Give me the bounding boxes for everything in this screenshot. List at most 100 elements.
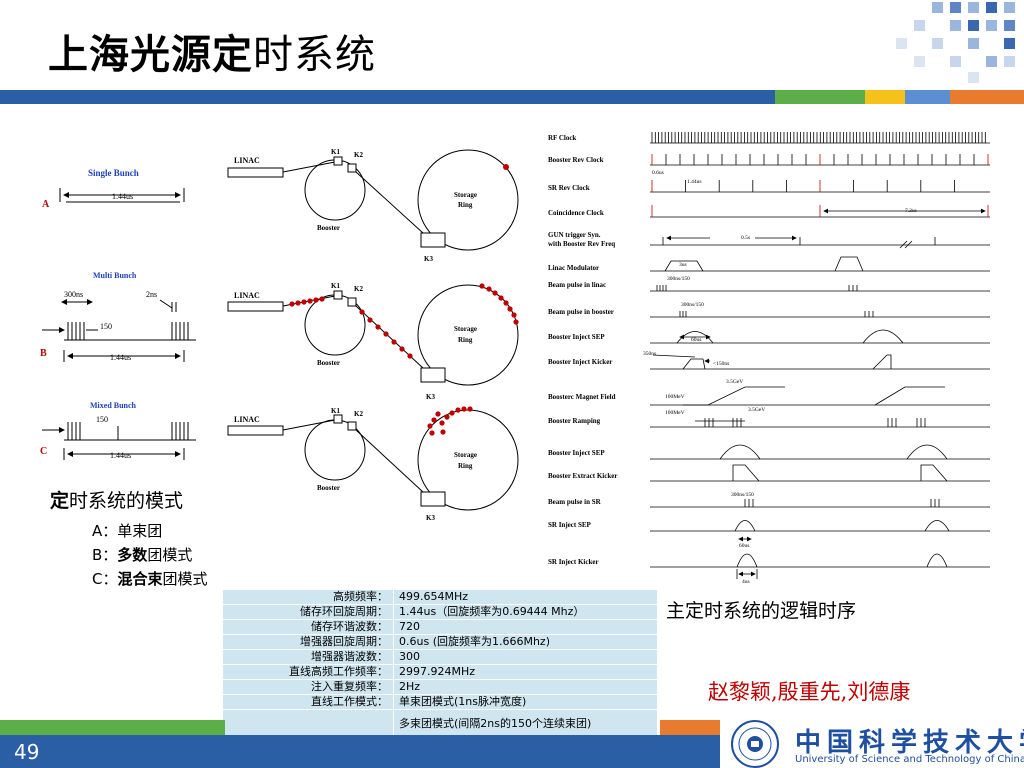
k2-a: K2	[354, 151, 363, 159]
param-label: 高频频率：	[222, 589, 394, 605]
ring-c-label2: Ring	[458, 462, 473, 470]
t-35gev: 3.5GeV	[726, 379, 743, 385]
param-label: 直线工作模式：	[222, 694, 394, 710]
mode-a-span-label: 1.44us	[112, 192, 133, 201]
param-label: 增强器谐波数：	[222, 649, 394, 665]
linac-c	[227, 425, 284, 436]
sig-sr-inject-sep: SR Inject SEP	[548, 521, 592, 529]
mode-a-group: Single Bunch 1.44us A LINAC K1 K2 K3 Boo…	[42, 148, 519, 263]
header-bar-blue	[0, 90, 775, 104]
sig-beam-pulse-sr: Beam pulse in SR	[548, 498, 602, 506]
linac-b-label: LINAC	[234, 291, 260, 300]
param-value: 1.44us（回旋频率为0.69444 Mhz）	[393, 604, 658, 620]
k1-b: K1	[331, 282, 340, 290]
t-350ns: 350ns	[643, 351, 656, 357]
rf-clock-ticks	[651, 132, 986, 143]
t-100mev: 100MeV	[665, 394, 685, 400]
ring-a-label1: Storage	[454, 191, 477, 199]
mode-b-title: Multi Bunch	[93, 271, 137, 280]
mode-c-group: Mixed Bunch 150 1.44us C LINAC K1 K2 K3 …	[40, 401, 519, 522]
t-150ns: <150ns	[713, 361, 729, 367]
mode-b-2ns: 2ns	[146, 290, 157, 299]
param-row: 储存环回旋周期：1.44us（回旋频率为0.69444 Mhz）	[222, 604, 658, 620]
mode-a-line: A：单束团	[92, 520, 162, 541]
t-06us: 0.6us	[652, 170, 664, 176]
title-rest: 时系统	[253, 32, 376, 78]
ring-a-label2: Ring	[458, 201, 473, 209]
page-title: 上海光源定时系统	[48, 22, 376, 80]
header-bar-yellow	[865, 90, 905, 104]
sig-gun-trigger-1: GUN trigger Syn.	[548, 231, 601, 239]
page-number: 49	[14, 740, 40, 764]
k3-c: K3	[426, 514, 435, 522]
booster-c-label: Booster	[317, 484, 340, 492]
mode-b-bold: 多数	[117, 546, 148, 564]
param-value: 300	[393, 649, 658, 665]
modes-heading: 定时系统的模式	[50, 486, 183, 513]
k1-c: K1	[331, 407, 340, 415]
mode-b-300ns: 300ns	[64, 290, 83, 299]
param-row: 高频频率：499.654MHz	[222, 589, 658, 605]
linac-a	[227, 167, 284, 178]
mode-b-letter: B	[40, 348, 47, 359]
k3-a: K3	[424, 255, 433, 263]
title-bold: 上海光源定	[48, 32, 253, 78]
param-label: 直线高频工作频率：	[222, 664, 394, 680]
mode-b-group: Multi Bunch 300ns 2ns 150 1.44us B LINAC…	[40, 271, 519, 401]
sig-linac-modulator: Linac Modulator	[548, 264, 599, 272]
logo-chinese-name: 中国科学技术大学	[795, 728, 1024, 758]
t-60us: 60us	[691, 337, 701, 343]
mode-c-span-label: 1.44us	[110, 451, 131, 460]
sig-beam-pulse-booster: Beam pulse in booster	[548, 308, 614, 316]
param-value: 2997.924MHz	[393, 664, 658, 680]
param-row: 储存环谐波数：720	[222, 619, 658, 635]
param-label: 增强器回旋周期：	[222, 634, 394, 650]
sig-gun-trigger-2: with Booster Rev Freq	[548, 240, 615, 248]
mode-b-rest: 团模式	[147, 546, 193, 564]
header-bar-orange	[950, 90, 1024, 104]
mode-b-line: B：多数团模式	[92, 544, 192, 565]
k2-c: K2	[354, 410, 363, 418]
ring-c-label1: Storage	[454, 451, 477, 459]
param-row: 增强器谐波数：300	[222, 649, 658, 665]
param-value: 单束团模式(1ns脉冲宽度)	[393, 694, 658, 710]
sig-booster-magnet-field: Boosterc Magnet Field	[548, 393, 616, 401]
sig-booster-inject-sep: Booster Inject SEP	[548, 333, 605, 341]
linac-c-label: LINAC	[234, 415, 260, 424]
mode-c-letter: C	[40, 446, 47, 457]
booster-b-label: Booster	[317, 359, 340, 367]
bunch-mode-diagram: Single Bunch 1.44us A LINAC K1 K2 K3 Boo…	[40, 148, 519, 522]
mode-c-rest: 团模式	[162, 570, 208, 588]
sig-rf-clock: RF Clock	[548, 134, 576, 142]
mode-a-title: Single Bunch	[88, 168, 139, 178]
mode-c-title: Mixed Bunch	[90, 401, 137, 410]
ring-b-label2: Ring	[458, 336, 473, 344]
t-35gevb: 3.5GeV	[748, 407, 765, 413]
booster-a-label: Booster	[317, 224, 340, 232]
footer-bar-orange	[660, 720, 720, 735]
param-value: 720	[393, 619, 658, 635]
mode-a-text: 单束团	[117, 522, 163, 540]
mode-b-150: 150	[100, 322, 112, 331]
sig-booster-extract-kicker: Booster Extract Kicker	[548, 472, 617, 480]
modes-heading-rest: 时系统的模式	[69, 490, 184, 512]
t-144us: 1.44us	[687, 179, 702, 185]
t-300ns150: 300ns/150	[667, 276, 690, 282]
university-seal-icon	[731, 720, 779, 768]
logo-english-name: University of Science and Technology of …	[795, 754, 1024, 765]
decorative-squares	[860, 0, 1024, 90]
sig-booster-inject-sep-2: Booster Inject SEP	[548, 449, 605, 457]
param-value: 0.6us (回旋频率为1.666Mhz)	[393, 634, 658, 650]
sig-booster-ramping: Booster Ramping	[548, 417, 601, 425]
mode-c-bold: 混合束	[117, 570, 163, 588]
param-row: 增强器回旋周期：0.6us (回旋频率为1.666Mhz)	[222, 634, 658, 650]
mode-c-150: 150	[96, 415, 108, 424]
t-4us: 4us	[742, 579, 750, 585]
authors: 赵黎颖,殷重先,刘德康	[708, 680, 911, 704]
param-row: 多束团模式(间隔2ns的150个连续束团)	[222, 709, 658, 739]
sig-sr-inject-kicker: SR Inject Kicker	[548, 558, 599, 566]
ring-b-label1: Storage	[454, 325, 477, 333]
t-60usb: 60us	[739, 543, 749, 549]
sig-booster-inject-kicker: Booster Inject Kicker	[548, 358, 612, 366]
